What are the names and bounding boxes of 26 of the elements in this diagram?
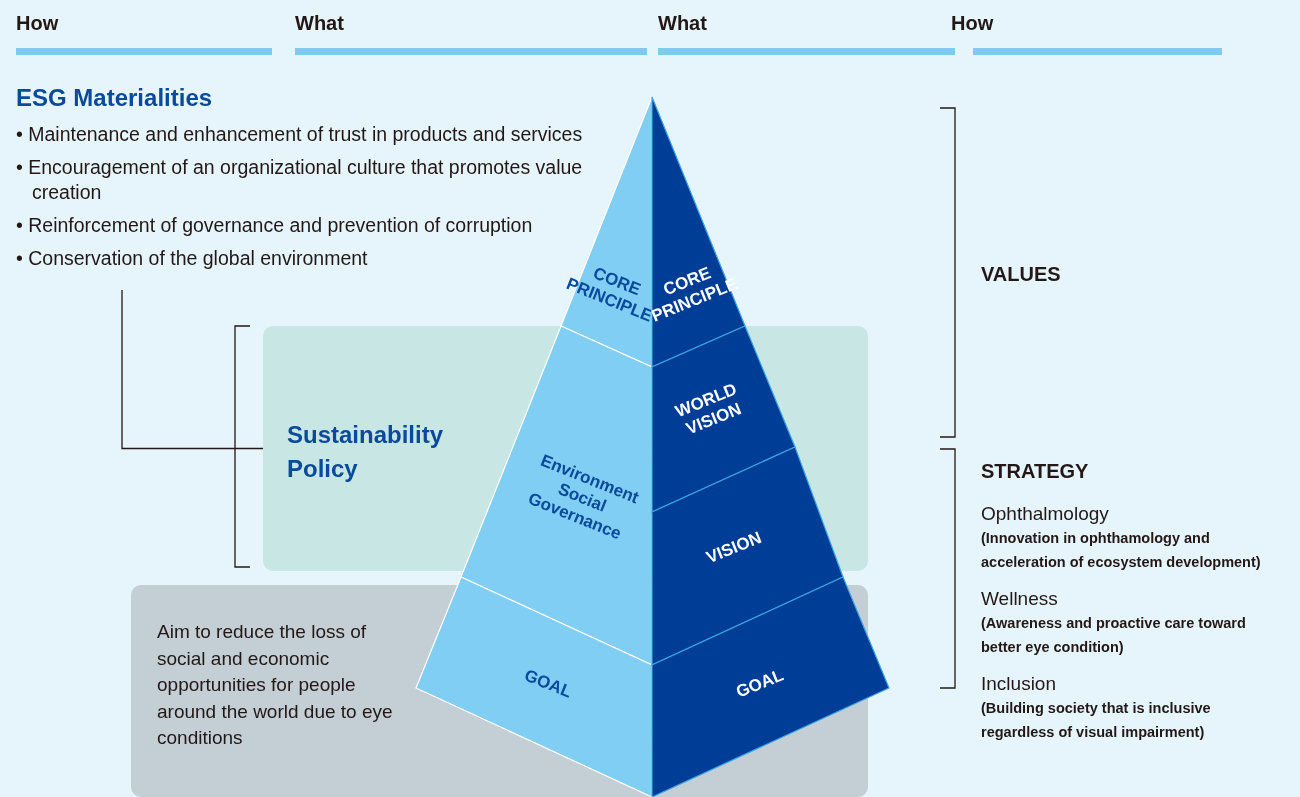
column-heading: How bbox=[16, 12, 59, 35]
item-heading: Inclusion bbox=[981, 672, 1057, 696]
list-item: • Conservation of the global environment bbox=[16, 246, 369, 271]
leader-line bbox=[121, 289, 264, 450]
list-item: • Maintenance and enhancement of trust in products and services bbox=[16, 122, 584, 147]
pyramid-face-segment bbox=[652, 97, 745, 367]
pyramid-face-segment bbox=[461, 326, 652, 665]
column-heading: What bbox=[658, 12, 707, 35]
panel-text: Aim to reduce the loss of social and economic opportunities for people around the world due to eye conditions bbox=[157, 620, 394, 751]
list-item: • Reinforcement of governance and prevention of corruption bbox=[16, 213, 534, 238]
item-heading: Wellness bbox=[981, 587, 1059, 611]
item-heading: Ophthalmology bbox=[981, 502, 1110, 526]
description-text: (Building society that is inclusive regardless of visual impairment) bbox=[981, 699, 1212, 742]
section-heading: STRATEGY bbox=[981, 459, 1090, 484]
list-item: • Encouragement of an organizational culture that promotes value creation bbox=[16, 155, 584, 205]
pyramid-face-segment bbox=[652, 577, 889, 797]
segment-label: GOAL bbox=[520, 664, 576, 704]
segment-label: GOAL bbox=[732, 664, 788, 704]
section-heading: VALUES bbox=[981, 262, 1062, 287]
description-text: (Awareness and proactive care toward better eye condition) bbox=[981, 614, 1247, 657]
section-heading: ESG Materialities bbox=[16, 84, 214, 112]
panel-title: Sustainability Policy bbox=[287, 420, 445, 484]
column-heading: How bbox=[951, 12, 994, 35]
column-heading: What bbox=[295, 12, 344, 35]
description-text: (Innovation in ophthamology and acceleration of ecosystem development) bbox=[981, 529, 1262, 572]
pyramid-face-segment bbox=[652, 447, 843, 665]
